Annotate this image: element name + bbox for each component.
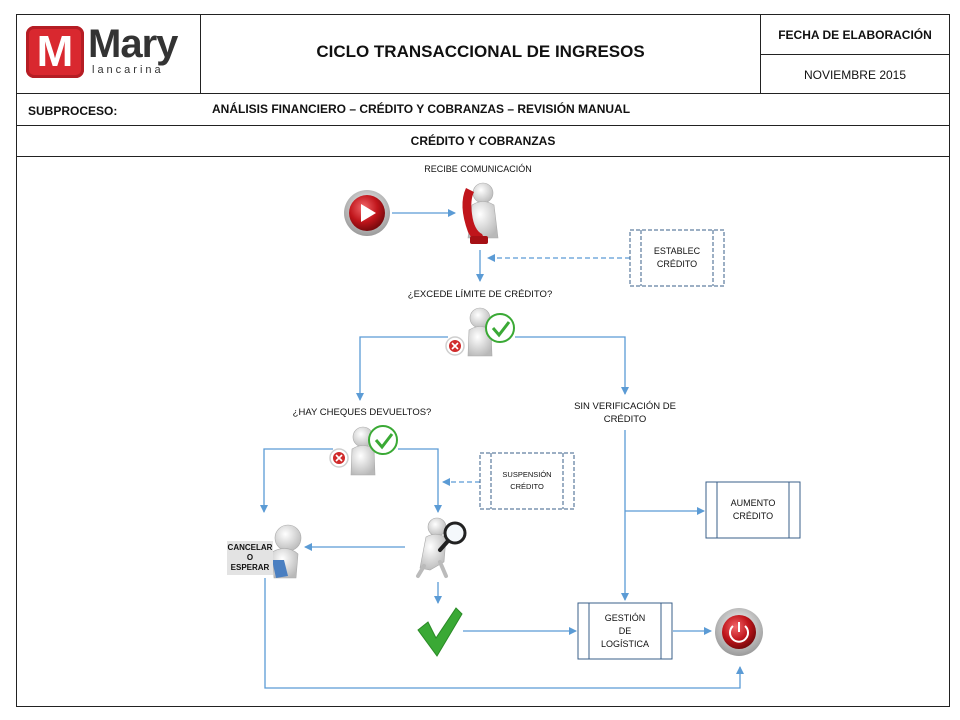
box-establish-credit: [629, 229, 725, 287]
label-cancel-line2: O ESPERAR: [230, 553, 270, 572]
label-no-verification-line2: CRÉDITO: [603, 414, 647, 425]
logo-badge: M: [26, 26, 84, 78]
date-value: NOVIEMBRE 2015: [803, 68, 907, 82]
date-divider: [760, 54, 950, 55]
label-establish-credit-line2: CRÉDITO: [656, 259, 698, 269]
arrow-cheques-left: [260, 448, 333, 513]
label-no-verification-line1: SIN VERIFICACIÓN DE: [574, 401, 676, 412]
section-title: CRÉDITO Y COBRANZAS: [410, 134, 556, 148]
label-no-verification: SIN VERIFICACIÓN DE CRÉDITO: [560, 400, 690, 426]
phone-person-icon: [462, 182, 499, 244]
label-cancel-line1: CANCELAR: [227, 543, 273, 552]
label-suspension-line2: CRÉDITO: [510, 482, 544, 491]
label-increase-line2: CRÉDITO: [732, 511, 774, 521]
decision-person-icon: [329, 425, 398, 476]
decision-person-icon: [445, 307, 515, 357]
logo-letter: M: [36, 27, 74, 76]
label-establish-credit: ESTABLEC CRÉDITO: [641, 245, 713, 271]
arrow-cheques-right: [398, 448, 442, 513]
label-suspension-credit: SUSPENSIÓN CRÉDITO: [491, 469, 563, 493]
power-button-icon: [715, 608, 763, 656]
subprocess-label: SUBPROCESO:: [28, 104, 118, 118]
label-logistics: GESTIÓN DE LOGÍSTICA: [589, 612, 661, 651]
label-bounced-cheques: ¿HAY CHEQUES DEVUELTOS?: [292, 407, 432, 418]
box-increase-credit: [705, 481, 801, 539]
label-establish-credit-line1: ESTABLEC: [653, 246, 701, 256]
box-suspension-credit: [479, 452, 575, 510]
green-check-icon: [417, 607, 463, 657]
subprocess-value: ANÁLISIS FINANCIERO – CRÉDITO Y COBRANZA…: [212, 102, 631, 116]
arrow-decision-right: [515, 336, 629, 395]
play-button-icon: [344, 190, 390, 236]
label-logistics-line2: DE: [618, 626, 632, 636]
logo-word: Mary: [88, 22, 178, 66]
process-boxes: [479, 229, 801, 660]
label-exceeds-limit: ¿EXCEDE LÍMITE DE CRÉDITO?: [407, 289, 553, 300]
label-increase-credit: AUMENTO CRÉDITO: [717, 497, 789, 523]
logo-subtext: lancarina: [92, 64, 164, 76]
box-logistics: [577, 602, 673, 660]
label-logistics-line1: GESTIÓN: [604, 613, 646, 623]
date-label: FECHA DE ELABORACIÓN: [778, 28, 932, 42]
company-logo: M Mary lancarina: [26, 22, 196, 80]
arrow-cancel-to-end: [264, 578, 744, 689]
label-receive-communication: RECIBE COMUNICACIÓN: [424, 164, 532, 174]
magnifier-person-icon: [416, 517, 467, 578]
label-increase-line1: AUMENTO: [730, 498, 776, 508]
diagram-area: [16, 156, 950, 707]
label-logistics-line3: LOGÍSTICA: [600, 639, 649, 649]
arrow-decision-left: [356, 336, 448, 401]
label-suspension-line1: SUSPENSIÓN: [502, 470, 552, 479]
label-cancel-wait: CANCELAR O ESPERAR: [227, 541, 273, 575]
connectors: [260, 209, 744, 689]
thinking-person-icon: [271, 524, 302, 579]
page-title: CICLO TRANSACCIONAL DE INGRESOS: [316, 42, 645, 61]
